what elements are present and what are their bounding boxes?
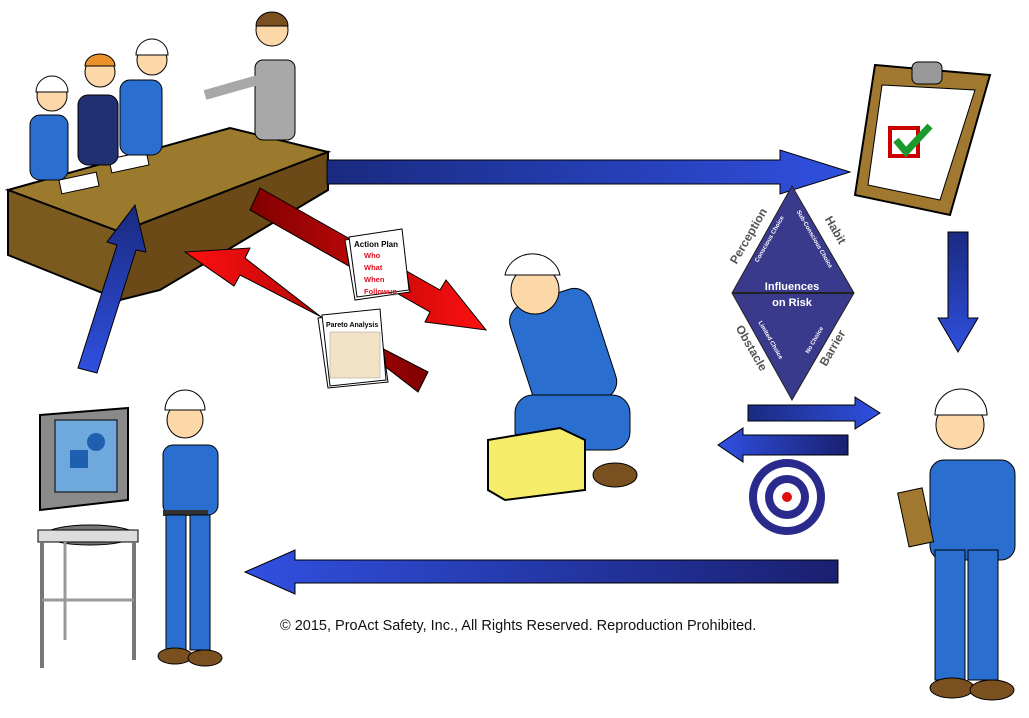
action-plan-item: Followup	[364, 287, 397, 296]
worker-with-clipboard-illustration	[897, 388, 1016, 701]
female-worker-illustration	[157, 389, 223, 667]
checklist-clipboard-illustration	[853, 61, 992, 217]
arrow-right-small	[747, 396, 881, 430]
diamond-center-label: Influences	[765, 281, 819, 293]
action-plan-document: Action Plan Who What When Followup	[344, 228, 411, 301]
arrow-up-to-meeting	[77, 203, 147, 374]
person-icon	[203, 11, 296, 141]
meeting-table-illustration	[4, 11, 332, 302]
action-plan-item: When	[364, 275, 385, 284]
arrow-left-to-computer	[243, 549, 839, 595]
worker-lifting-box-illustration	[487, 253, 638, 502]
copyright-notice: © 2015, ProAct Safety, Inc., All Rights …	[280, 618, 757, 634]
computer-workstation-illustration	[37, 406, 139, 668]
pareto-title: Pareto Analysis	[326, 322, 378, 329]
arrow-down-to-worker	[937, 231, 979, 353]
action-plan-title: Action Plan	[354, 240, 398, 249]
pareto-analysis-document: Pareto Analysis	[317, 308, 389, 389]
person-icon	[119, 38, 169, 156]
habit-label: Habit	[822, 214, 849, 247]
action-plan-item: Who	[364, 251, 381, 260]
arrow-right-to-checklist	[326, 149, 852, 195]
influences-on-risk-diamond: Influences on Risk Perception Habit Obst…	[727, 184, 855, 402]
person-icon	[29, 75, 69, 181]
target-icon	[749, 459, 825, 535]
action-plan-item: What	[364, 263, 383, 272]
red-arrow-to-meeting	[183, 247, 429, 393]
arrow-left-small	[717, 427, 849, 463]
person-icon	[77, 53, 119, 166]
diamond-center-label: on Risk	[772, 297, 813, 309]
